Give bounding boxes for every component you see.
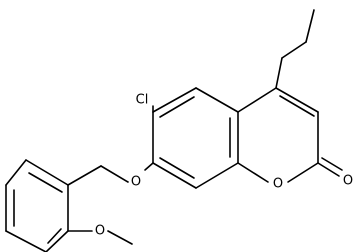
bond-o-ch2 [100, 165, 129, 183]
bond-ch2-aryl [67, 165, 102, 186]
bond-c4-c3 [275, 87, 319, 113]
bond-o1-c8a [237, 162, 269, 183]
bond-c7-c8-inner [159, 157, 195, 179]
bond-ar1-ar2-inner [28, 172, 63, 193]
bond-ar5-ar6-inner [47, 228, 62, 244]
atom-cl: Cl [136, 93, 149, 108]
bond-c2-o1 [287, 162, 319, 183]
bond-c4-c3-inner [279, 95, 315, 117]
bond-c4a-c5 [195, 87, 239, 113]
bond-c8-c8a [195, 162, 239, 189]
atom-o-methoxy: O [95, 224, 105, 239]
bond-ar1-ar2 [25, 159, 69, 186]
bond-c7-c8 [152, 162, 197, 189]
bond-propyl-3 [305, 9, 315, 43]
bond-c7-o [144, 162, 154, 171]
bonds [5, 9, 343, 252]
bond-ome-me [107, 230, 133, 245]
bond-propyl-2 [281, 41, 307, 59]
bond-ar5-ar6 [45, 230, 69, 252]
bond-c2-carbonyl-inner [321, 157, 343, 171]
atom-o-ether: O [131, 175, 141, 190]
bond-ar4-ar5 [5, 230, 47, 252]
bond-c5-c6-inner [159, 96, 195, 118]
bond-propyl-1 [275, 57, 283, 89]
bond-c4-c4a [237, 87, 277, 113]
atom-o-ring: O [273, 177, 283, 192]
atom-o-carbonyl: O [343, 174, 353, 189]
bond-ar2-ar3 [5, 159, 27, 186]
bond-c5-c6 [152, 87, 197, 113]
bond-c2-carbonyl [317, 162, 340, 177]
atom-labels: Cl O O O O [95, 93, 353, 239]
